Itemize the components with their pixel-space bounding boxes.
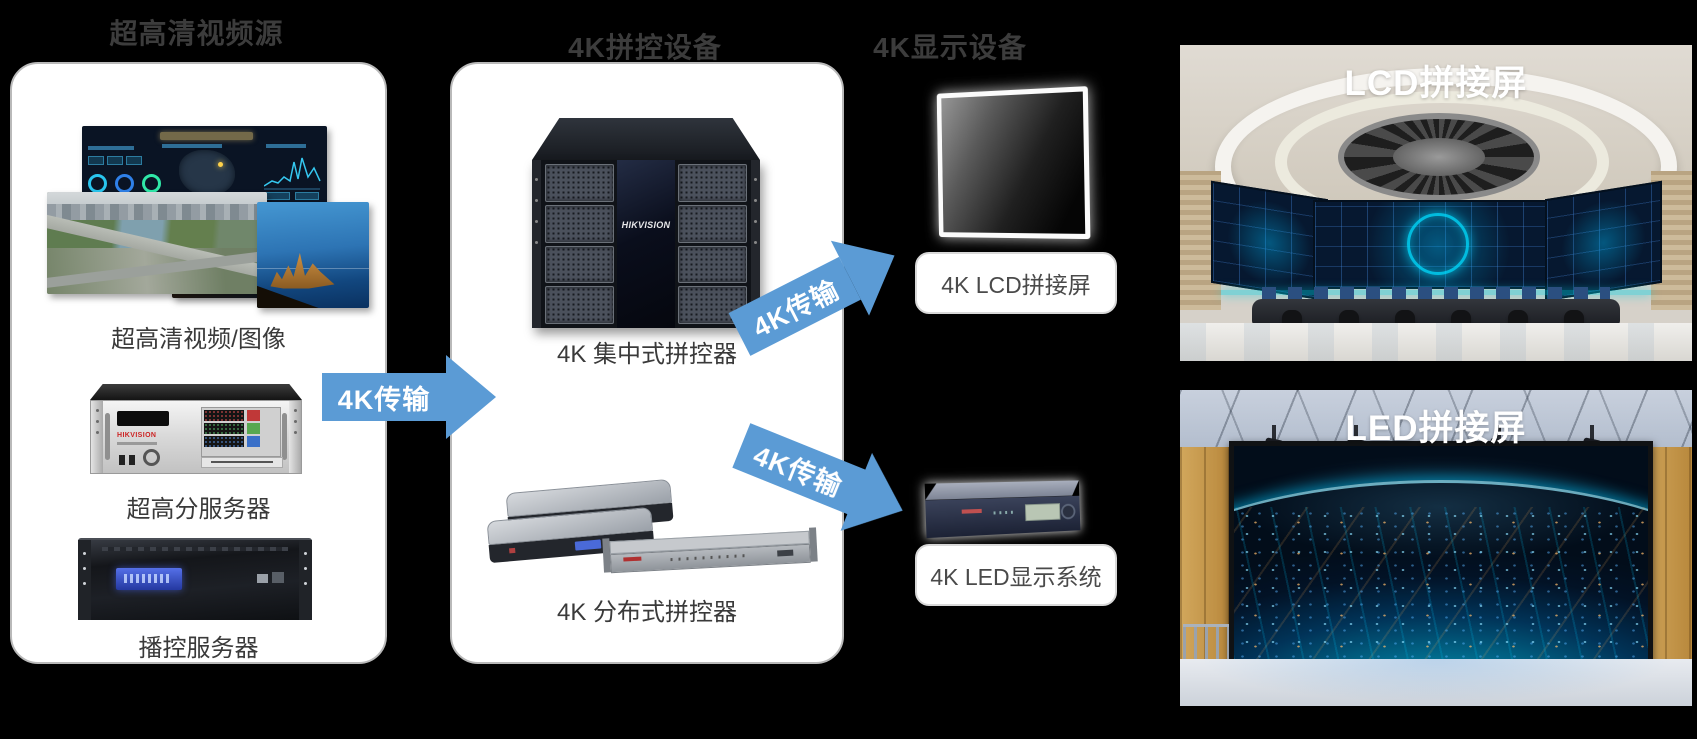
rack-ear	[289, 401, 301, 473]
video-wall-center	[1313, 200, 1563, 289]
uhr-server-label: 超高分服务器	[12, 489, 385, 524]
rack-handle	[282, 413, 287, 461]
rack-handle	[105, 413, 110, 461]
arrow-label: 4K传输	[322, 373, 446, 421]
mesh-panel	[678, 164, 747, 202]
dashboard-donut-charts	[88, 174, 161, 193]
lcd-wall-box: 4K LCD拼接屏	[915, 252, 1117, 314]
led-scene-title: LED拼接屏	[1180, 400, 1692, 451]
chassis-lid	[532, 118, 760, 160]
mesh-panel	[678, 246, 747, 284]
city-lights-speckles	[1234, 507, 1649, 664]
front-switch	[129, 455, 135, 465]
rack-ear	[91, 401, 103, 473]
dashboard-map	[179, 150, 235, 196]
operator-monitors	[1262, 287, 1610, 300]
rack-ear	[78, 540, 91, 620]
front-buttons	[671, 554, 750, 561]
brand-mark	[962, 509, 982, 514]
unit-lcd	[574, 539, 601, 550]
led-system-box: 4K LED显示系统	[915, 544, 1117, 606]
mesh-panel	[678, 205, 747, 243]
front-switch	[119, 455, 125, 465]
column-title-control: 4K拼控设备	[450, 26, 840, 66]
indicator-grid	[204, 410, 244, 421]
mesh-panel	[545, 246, 614, 284]
broadcast-server-image	[78, 538, 312, 620]
blue-button	[247, 436, 260, 447]
server-lcd	[117, 411, 169, 426]
column-title-display: 4K显示设备	[800, 26, 1100, 66]
video-wall-right	[1545, 181, 1662, 301]
broadcast-server-label: 播控服务器	[12, 628, 385, 663]
hub-center	[1393, 138, 1485, 176]
mounting-flange	[532, 160, 541, 328]
server-front-panel: HIKVISION	[90, 400, 302, 474]
hikvision-logo: HIKVISION	[117, 432, 156, 439]
front-control	[272, 572, 284, 583]
donut-chart	[88, 174, 107, 193]
dashboard-stat-chips	[88, 156, 142, 165]
front-knob	[143, 449, 160, 466]
seaside-sculpture-photo	[257, 202, 369, 308]
mesh-panel	[545, 164, 614, 202]
uhd-media-label: 超高清视频/图像	[12, 319, 385, 354]
lcd-wall-scene-photo: LCD拼接屏	[1180, 45, 1692, 361]
brand-mark	[509, 548, 515, 554]
front-buttons	[994, 511, 1017, 515]
server-top-cap	[90, 384, 302, 400]
control-card: HIKVISION 4K 集中式拼控器	[450, 62, 844, 664]
chassis-center-strip: HIKVISION	[617, 160, 675, 328]
transmission-arrow-source-to-control: 4K传输	[322, 355, 496, 439]
red-button	[247, 410, 260, 421]
indicator-grid	[204, 423, 244, 434]
mesh-panel	[545, 205, 614, 243]
led-wall-scene-photo: LED拼接屏	[1180, 390, 1692, 706]
map-marker	[218, 162, 223, 167]
server-lcd	[116, 568, 182, 590]
device-lcd	[1025, 503, 1061, 521]
column-title-source: 超高清视频源	[10, 12, 383, 52]
mesh-panel	[545, 286, 614, 324]
lcd-scene-title: LCD拼接屏	[1180, 55, 1692, 106]
distributed-controller-label: 4K 分布式拼控器	[452, 592, 842, 627]
video-wall-left	[1211, 181, 1328, 301]
dashboard-panel-header	[266, 144, 306, 148]
front-port	[777, 550, 793, 557]
dashboard-line-chart	[264, 150, 322, 192]
dashboard-title-glow	[160, 132, 253, 140]
indicator-grid	[204, 436, 244, 447]
vent-grille	[102, 547, 288, 551]
device-front	[925, 495, 1080, 538]
lcd-wall-box-label: 4K LCD拼接屏	[941, 266, 1091, 300]
dashboard-bottom-chips	[266, 192, 319, 200]
arrow-head-icon	[446, 355, 496, 439]
model-label-strip	[201, 457, 283, 468]
ceiling-lattice-hub	[1338, 113, 1540, 201]
uhr-server-image: HIKVISION	[90, 384, 302, 474]
device-knob	[1061, 503, 1076, 519]
green-button	[247, 423, 260, 434]
dashboard-panel-header	[162, 144, 222, 148]
scene-floor	[1180, 659, 1692, 706]
city-aerial-photo	[47, 192, 267, 294]
mesh-module-column	[542, 160, 617, 328]
led-controller-image	[925, 480, 1081, 538]
rack-ear	[299, 540, 312, 620]
donut-chart	[115, 174, 134, 193]
brand-mark	[623, 557, 641, 562]
led-system-box-label: 4K LED显示系统	[930, 558, 1101, 592]
front-control	[257, 574, 268, 583]
server-button-panel	[201, 407, 281, 457]
donut-chart	[142, 174, 161, 193]
scene-floor	[1180, 323, 1692, 361]
led-screen	[1229, 441, 1654, 669]
dashboard-panel-header	[88, 146, 134, 150]
logo-subtext	[117, 442, 157, 445]
lcd-monitor-image	[937, 86, 1091, 239]
hikvision-logo: HIKVISION	[617, 220, 675, 230]
